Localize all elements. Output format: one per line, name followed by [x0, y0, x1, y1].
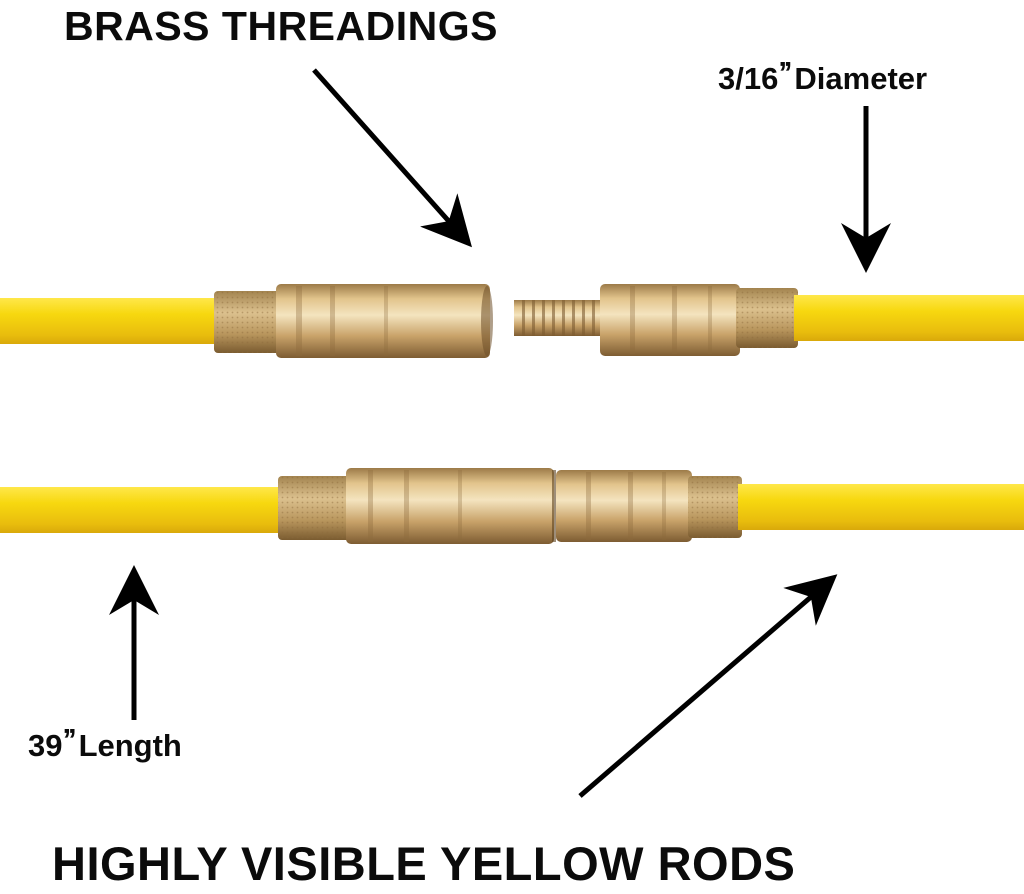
upper-rod-assembly — [0, 284, 1024, 358]
lower-left-rod — [0, 487, 290, 533]
length-label: 39’’Length — [28, 724, 182, 763]
upper-right-rod — [794, 295, 1024, 341]
lower-joined-ferrules — [278, 468, 742, 544]
arrow-brass-threadings — [312, 68, 472, 248]
length-word: Length — [78, 728, 182, 763]
lower-right-rod — [738, 484, 1024, 530]
lower-rod-assembly — [0, 468, 1024, 544]
diameter-value: 3/16 — [718, 61, 779, 96]
brass-threadings-label: BRASS THREADINGS — [64, 3, 498, 49]
upper-male-ferrule — [514, 284, 798, 356]
upper-female-ferrule — [214, 284, 493, 358]
length-value: 39 — [28, 728, 63, 763]
length-marks: ’’ — [62, 722, 76, 757]
upper-left-rod — [0, 298, 225, 344]
diameter-word: Diameter — [794, 61, 928, 96]
diameter-label: 3/16’’Diameter — [718, 57, 928, 96]
yellow-rods-label: HIGHLY VISIBLE YELLOW RODS — [52, 837, 796, 890]
diameter-marks: ’’ — [778, 55, 792, 90]
arrow-yellow-rods — [578, 574, 838, 798]
